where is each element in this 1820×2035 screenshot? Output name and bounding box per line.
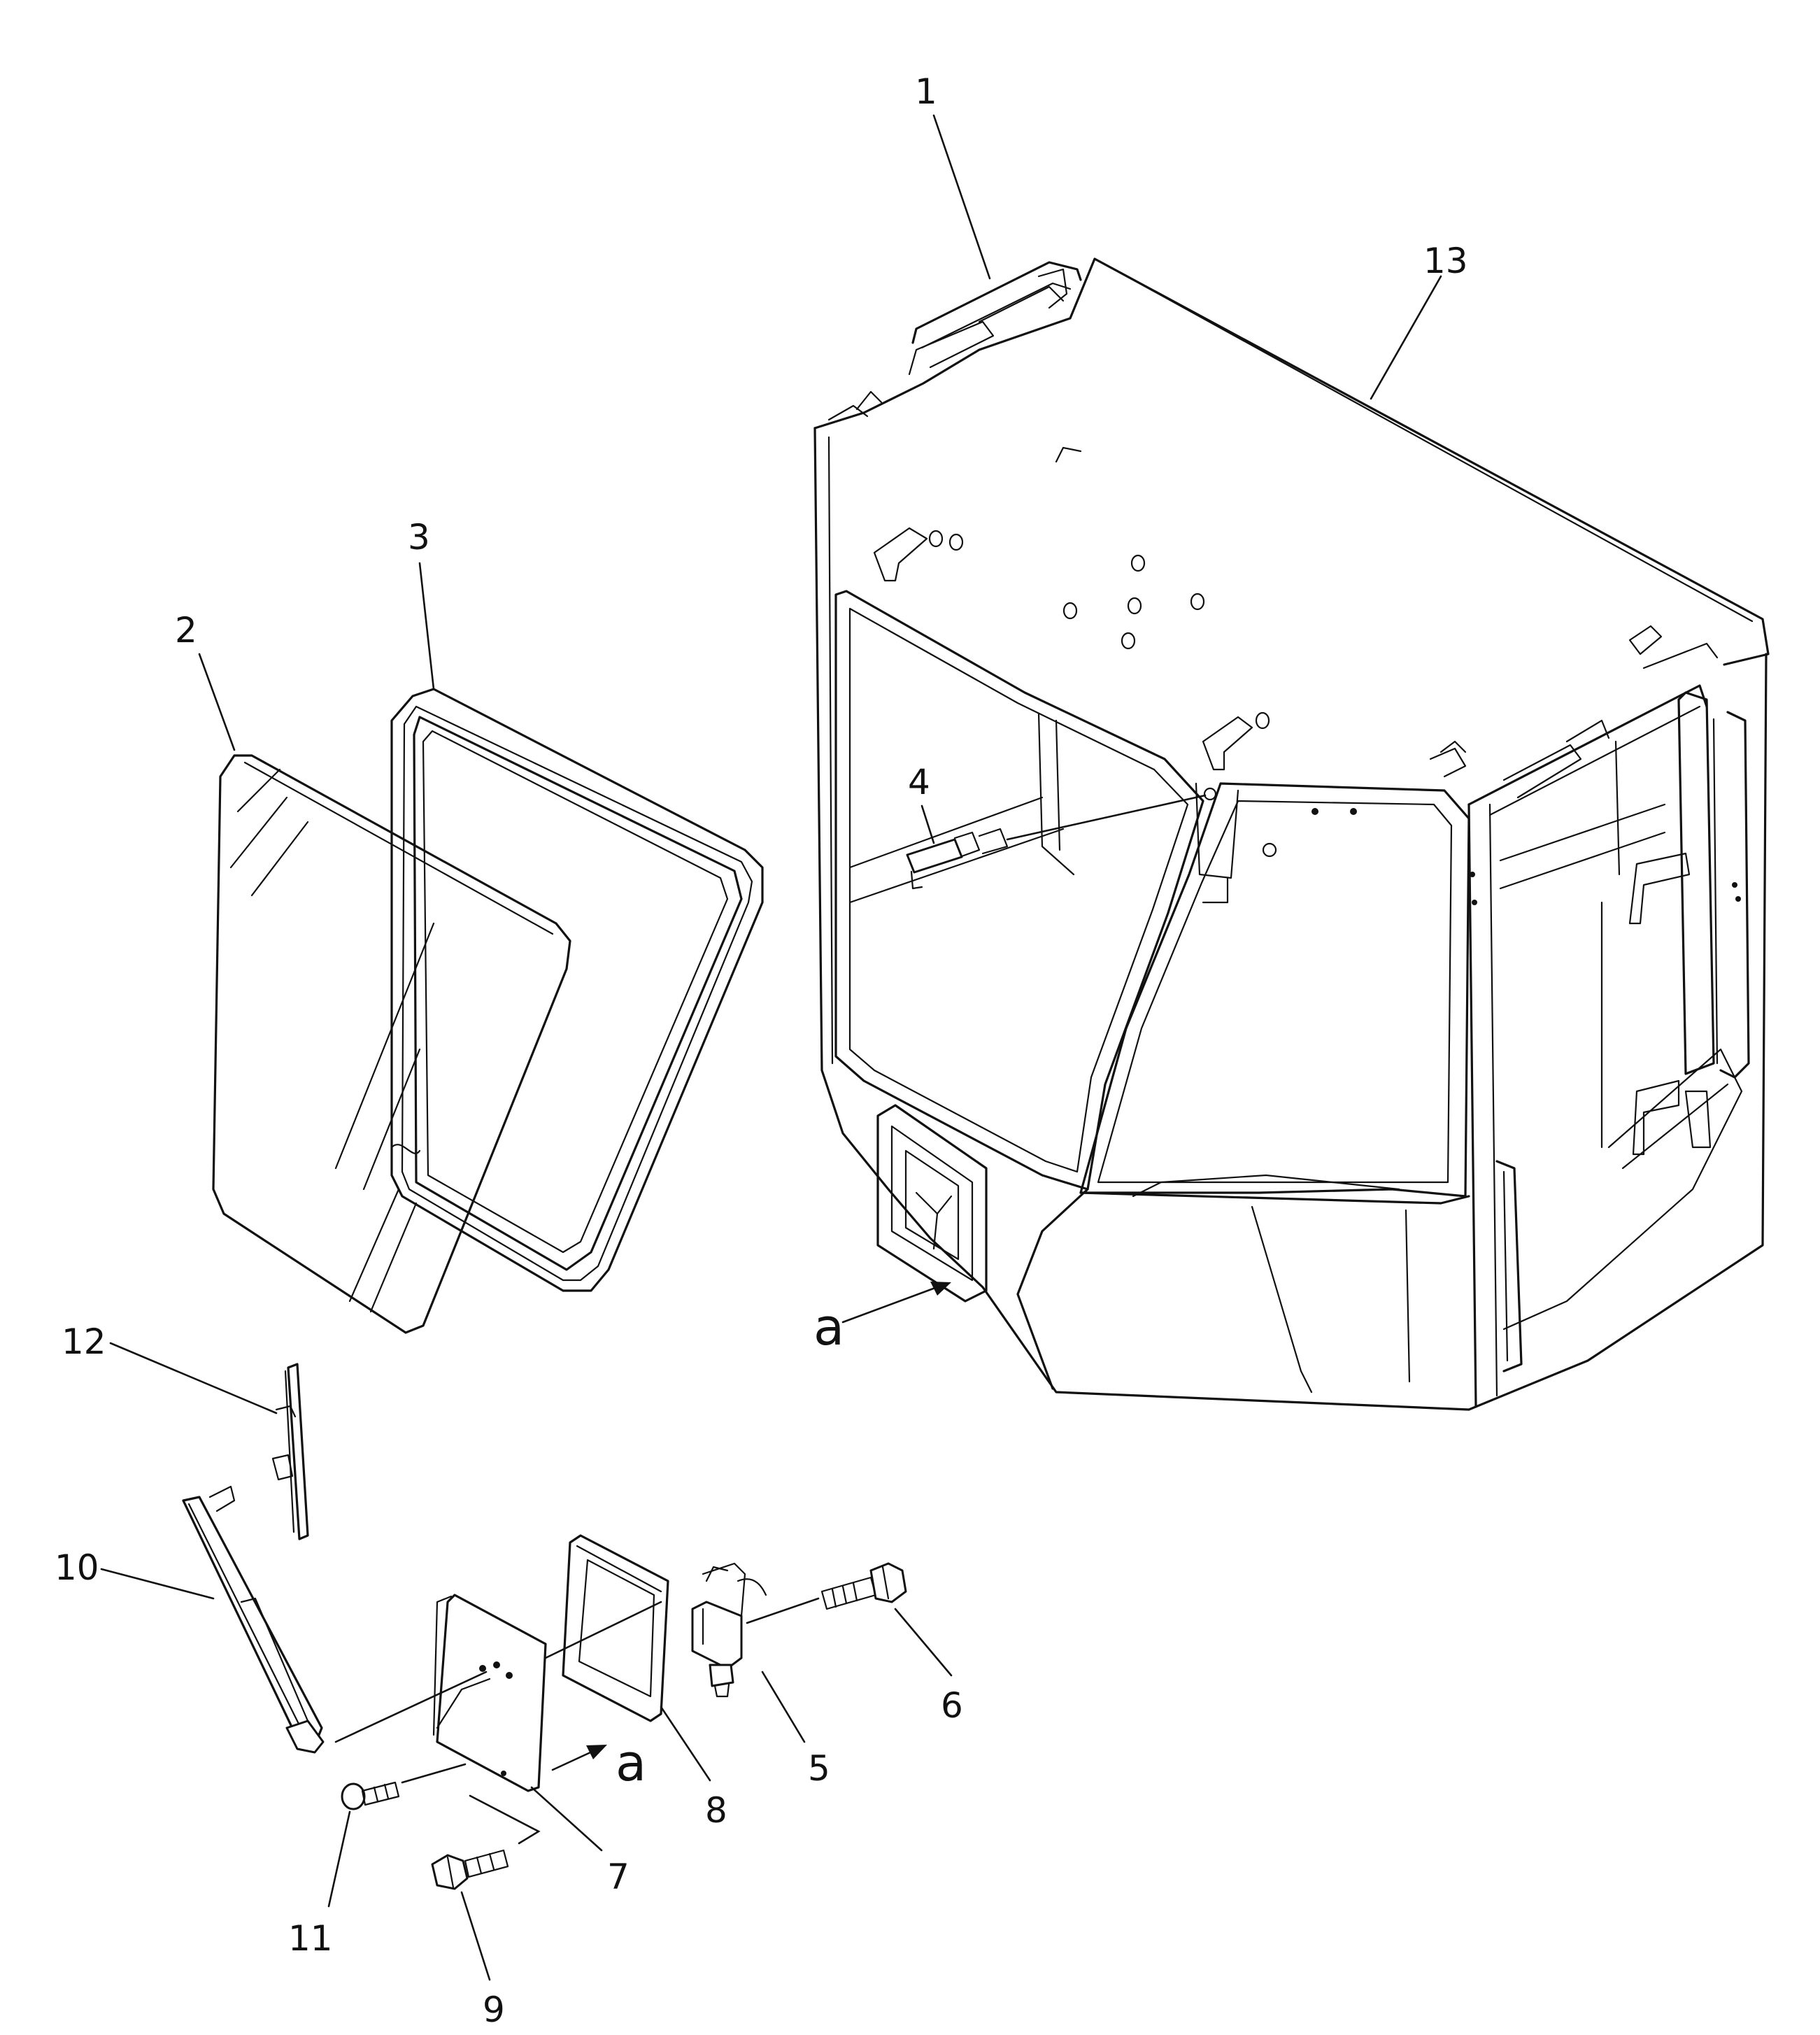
leader-11	[327, 1810, 351, 1908]
bolt-9[interactable]	[431, 1849, 509, 1890]
wiper-arm[interactable]	[182, 1485, 325, 1754]
wiper-motor[interactable]	[691, 1562, 820, 1698]
leader-12	[109, 1342, 278, 1414]
leader-8	[660, 1706, 711, 1782]
reference-a-bracket: a	[616, 1733, 646, 1792]
callout-5: 5	[808, 1748, 830, 1789]
callout-6: 6	[941, 1685, 963, 1726]
leader-7	[530, 1786, 603, 1852]
callout-3: 3	[408, 517, 430, 558]
leader-9	[460, 1891, 491, 1981]
bolt-6[interactable]	[820, 1562, 907, 1610]
roof-handrail[interactable]	[911, 261, 1082, 349]
mounting-gasket[interactable]	[544, 1534, 669, 1722]
window-weatherstrip[interactable]	[390, 688, 764, 1292]
leader-5	[761, 1671, 806, 1743]
callout-10: 10	[55, 1547, 99, 1588]
reference-a-cab: a	[813, 1298, 844, 1356]
callout-8: 8	[705, 1790, 727, 1831]
leader-4	[920, 804, 935, 844]
callout-1: 1	[915, 71, 937, 112]
leader-3	[418, 562, 435, 690]
callout-7: 7	[607, 1857, 630, 1897]
leader-10	[100, 1568, 215, 1600]
reference-arrow-cab	[841, 1282, 951, 1324]
callout-4: 4	[908, 762, 930, 802]
leader-1	[932, 114, 991, 280]
window-glass[interactable]	[212, 754, 571, 1334]
callout-12: 12	[62, 1321, 106, 1362]
callout-2: 2	[175, 610, 197, 651]
washer-nozzle[interactable]	[906, 794, 1207, 890]
wiper-mounting-plate[interactable]	[334, 1594, 547, 1792]
wiper-blade[interactable]	[271, 1363, 309, 1540]
leader-6	[894, 1608, 953, 1677]
callout-13: 13	[1423, 241, 1468, 281]
callout-11: 11	[288, 1918, 333, 1959]
callout-9: 9	[483, 1990, 505, 2030]
reference-arrow-bracket	[469, 1745, 607, 1845]
leader-13	[1370, 275, 1442, 400]
cab-frame[interactable]	[813, 257, 1770, 1411]
screw-11[interactable]	[341, 1763, 467, 1810]
leader-2	[198, 653, 236, 751]
